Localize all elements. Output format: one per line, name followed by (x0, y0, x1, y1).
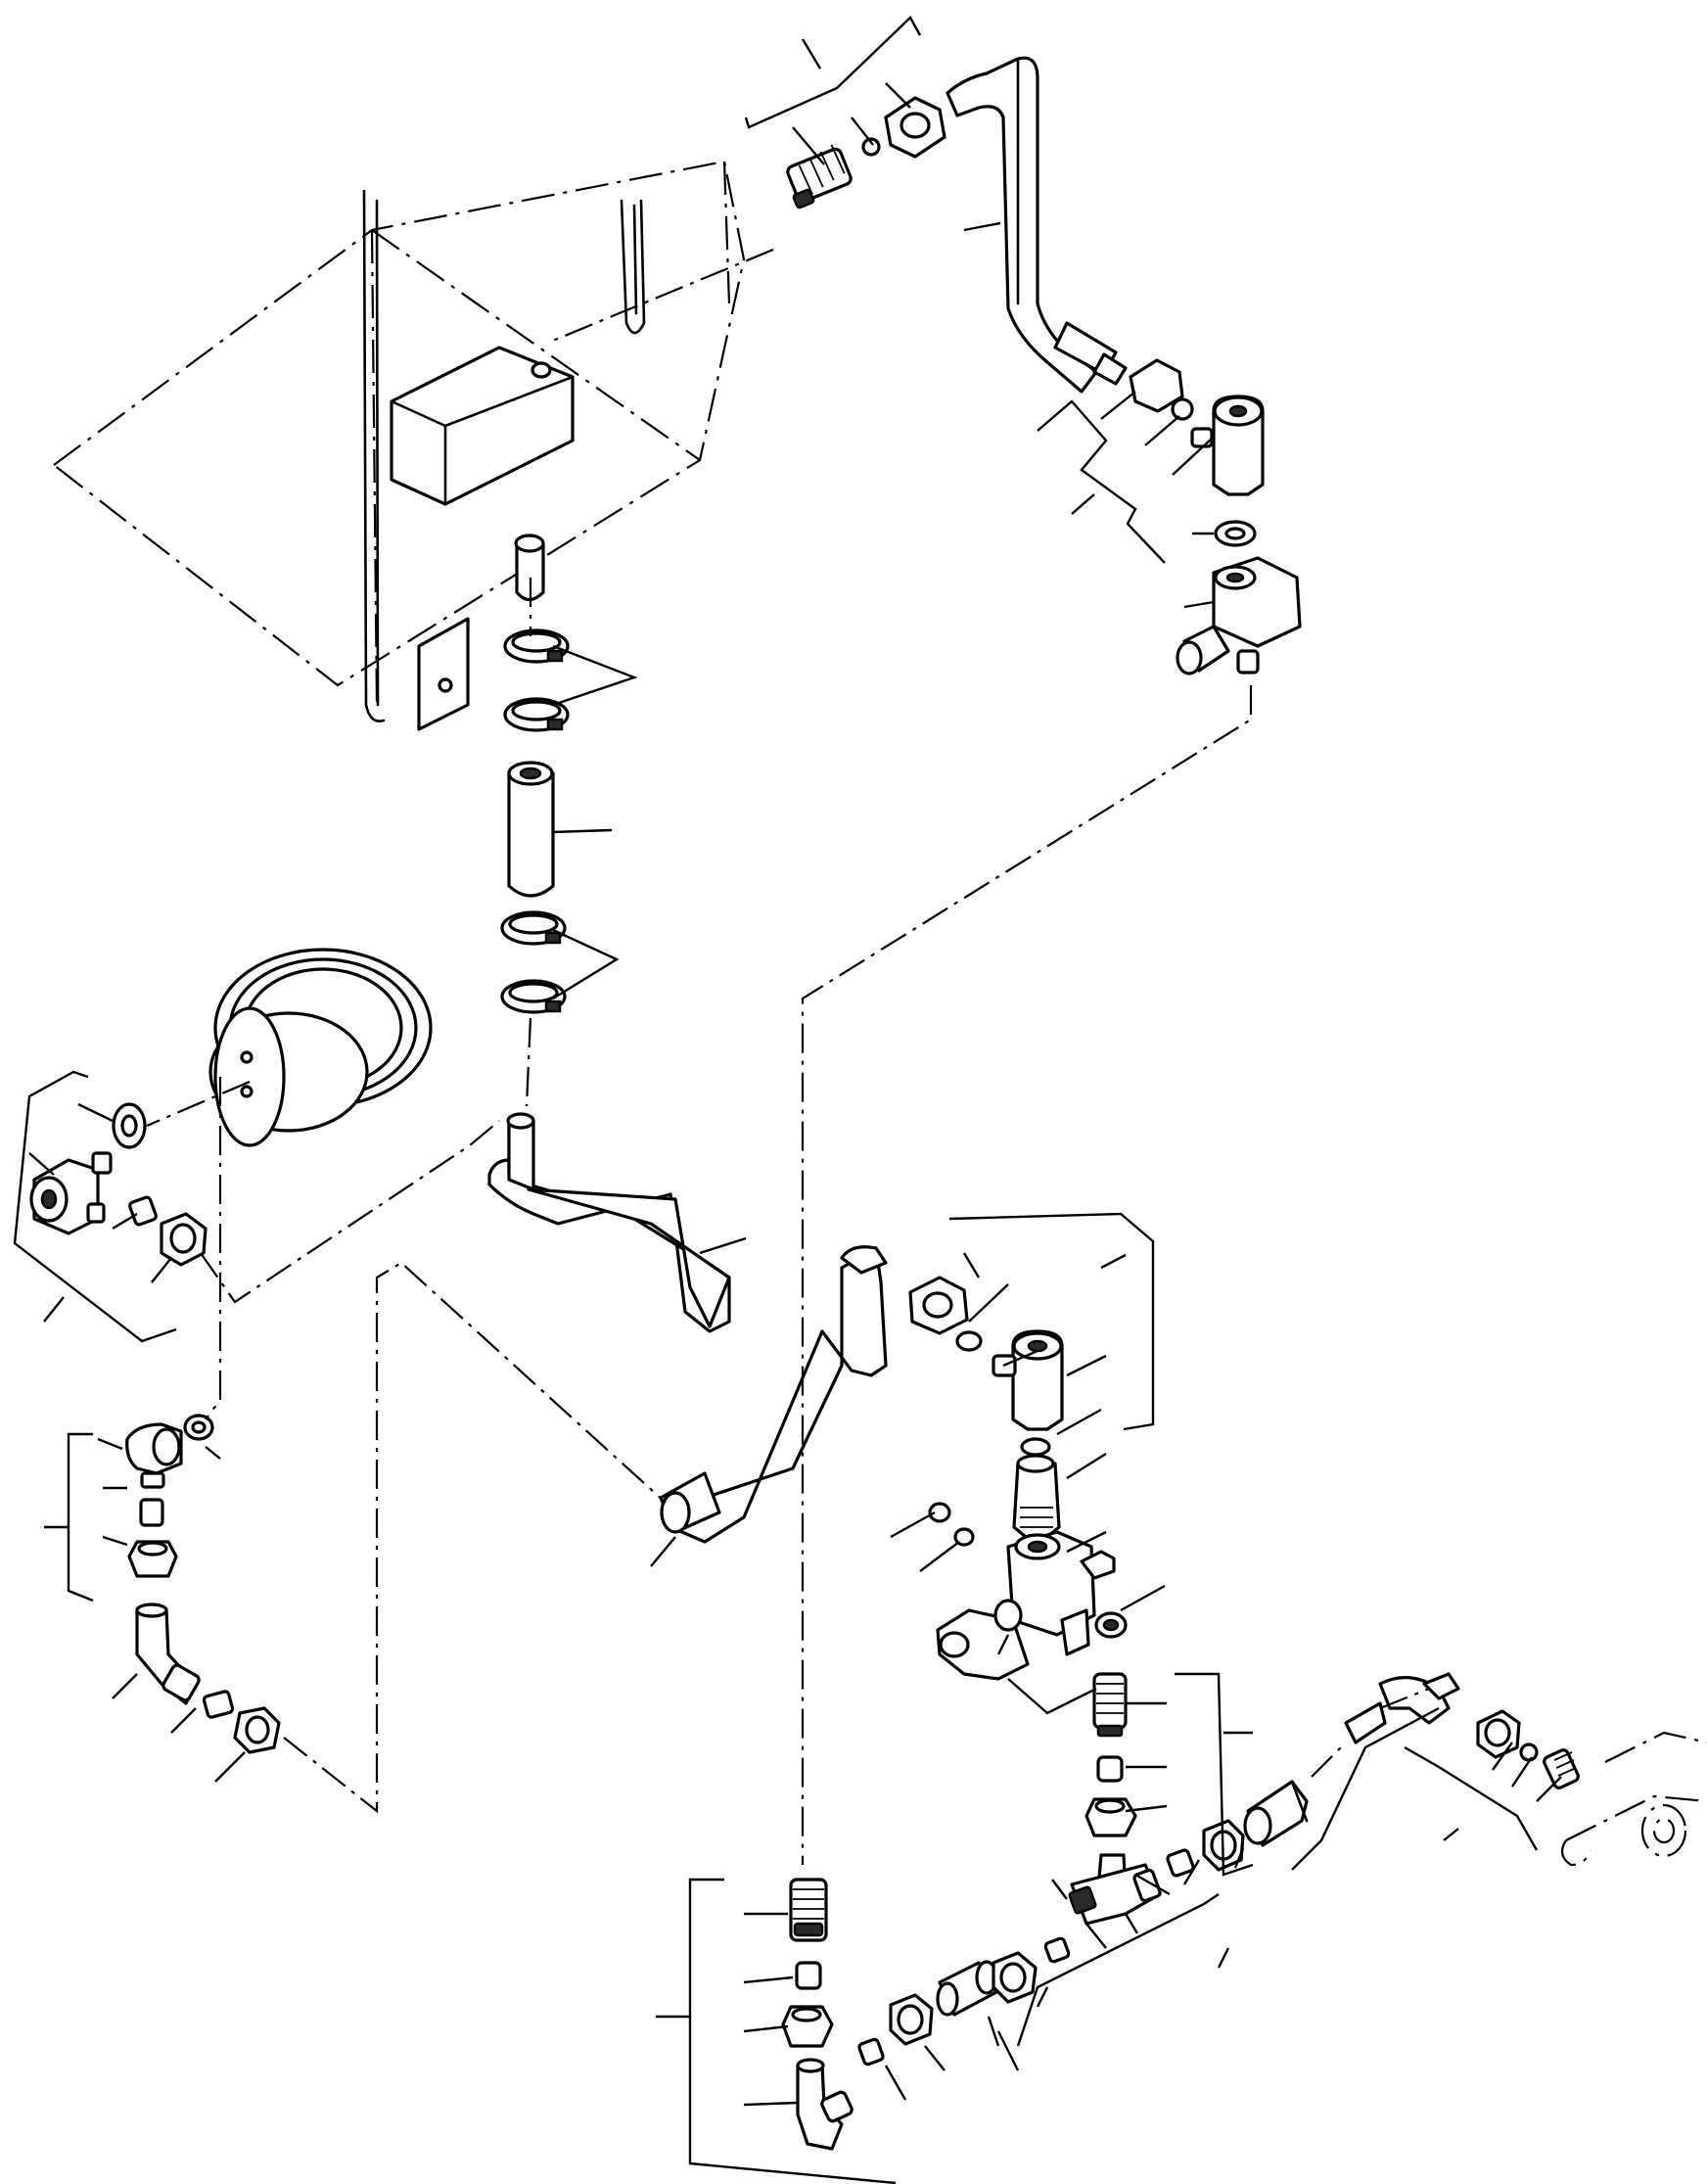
hose-lower-mid (936, 1960, 998, 2017)
hose-clamp-2 (503, 697, 570, 732)
sleeve-lower-center (795, 1961, 822, 1990)
tank-adapter-fitting (786, 144, 853, 209)
tank-port-block (390, 346, 575, 506)
tee-body-right (1176, 556, 1302, 675)
mounting-bracket (417, 617, 470, 731)
hose-clamp-3 (500, 910, 567, 946)
nut-lower-center (781, 2005, 834, 2048)
nut-lower-right-mid (992, 1951, 1038, 2004)
sleeve-far-right (1519, 1743, 1539, 1762)
hose-clamp-1 (503, 628, 570, 664)
plug-valve (1094, 1611, 1128, 1639)
o-ring-valve (1020, 1437, 1051, 1457)
long-tube-center (659, 1245, 888, 1544)
adapter-lower-right (1092, 1672, 1128, 1738)
o-ring-small (861, 137, 881, 157)
check-valve-right (1190, 395, 1265, 496)
sleeve-left-lower (139, 1498, 164, 1527)
elbow-tube-left (135, 1603, 201, 1705)
sleeve-lower-right (1096, 1755, 1124, 1783)
washer-left (112, 1102, 147, 1149)
tank-outline (52, 160, 746, 722)
hose-clamp-4 (500, 979, 567, 1014)
nut-lower-mid (889, 1993, 934, 2046)
hose-right-segment (1344, 1672, 1460, 1744)
adapter-valve (1012, 1454, 1061, 1539)
nut-left (160, 1212, 208, 1267)
hose-nut-top (884, 96, 946, 159)
pump-housing (208, 948, 433, 1147)
tee-lower-right (1068, 1853, 1162, 1926)
small-nut-b (953, 1527, 975, 1547)
valve-body-center (936, 1530, 1116, 1681)
washer-right (1214, 520, 1257, 547)
sleeve-right (1171, 397, 1194, 421)
nut-far-right (1476, 1709, 1521, 1759)
sleeve-lower-mid (857, 2037, 885, 2067)
leader-lines (13, 16, 1562, 2184)
formed-tube-center (487, 1112, 731, 1333)
assembly-centerlines (146, 248, 1430, 1865)
check-valve-center (992, 1329, 1064, 1431)
nut-valve-top (908, 1276, 969, 1335)
nut-lower-right (1084, 1797, 1137, 1837)
nut-left-bottom (233, 1706, 281, 1754)
sleeve-valve-top (955, 1330, 983, 1352)
adapter-far-right (1543, 1748, 1580, 1789)
hose-top-right (946, 56, 1128, 394)
sleeve-left-bottom (202, 1690, 235, 1719)
small-nut-a (928, 1502, 951, 1523)
nut-left-lower (127, 1540, 178, 1578)
hose-straight-center (507, 761, 555, 898)
component-far-right (1560, 1731, 1707, 1867)
sleeve-lower-right-mid (1043, 1936, 1071, 1964)
sleeve-tee-right (1166, 1848, 1195, 1878)
elbow-lower-center (796, 2058, 854, 2151)
hose-nut-right (1129, 358, 1184, 413)
adapter-lower-center (789, 1878, 828, 1942)
hose-end-right (1243, 1780, 1309, 1847)
washer-left-lower (183, 1414, 214, 1441)
sleeve-left (128, 1195, 158, 1227)
elbow-adapter-left (29, 1151, 113, 1235)
elbow-fitting-left-lower (125, 1422, 183, 1489)
